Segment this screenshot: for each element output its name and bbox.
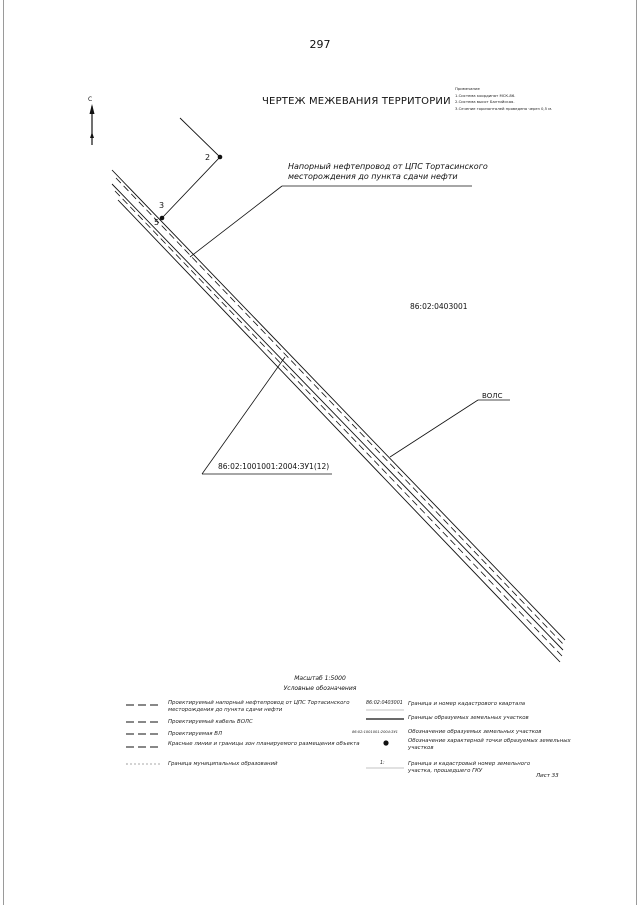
sheet-number: Лист 33: [536, 773, 559, 779]
legend-symbols: [126, 704, 404, 769]
legend-item: Обозначение образуемых земельных участко…: [408, 729, 542, 735]
vols-leader: [389, 399, 510, 458]
legend-item: Граница и номер кадастрового квартала: [408, 701, 526, 707]
notes-title: Примечание: [455, 86, 480, 91]
parcel-boundary: [159, 117, 223, 221]
note-item: 1.Система координат МСК-86.: [455, 92, 516, 98]
legend-sample: 86:02:1001001:2004:ЗУ1: [352, 730, 398, 734]
legend-item: Проектируемый кабель ВОЛС: [168, 719, 253, 725]
legend-item: Проектируемый напорный нефтепровод от ЦП…: [168, 700, 350, 713]
legend-item: Красные линии и границы зон планируемого…: [168, 741, 360, 747]
north-arrow-icon: [89, 104, 95, 145]
point-label: 2: [205, 153, 211, 162]
note-item: 2.Система высот Балтийская.: [455, 99, 515, 104]
legend-item: Граница и кадастровый номер земельного у…: [408, 761, 531, 774]
pipeline-label: Напорный нефтепровод от ЦПС Тортасинског…: [288, 162, 488, 181]
parcel-label: 86:02:1001001:2004:ЗУ1(12): [218, 462, 330, 471]
vols-label: ВОЛС: [482, 392, 503, 400]
legend-title: Условные обозначения: [283, 685, 357, 692]
page-border-right: [636, 0, 637, 905]
point-label: 5: [154, 218, 160, 227]
notes-block: Примечание 1.Система координат МСК-86. 2…: [455, 86, 552, 112]
legend-item: Обозначение характерной точки образуемых…: [408, 738, 571, 751]
note-item: 3.Сечение горизонталей проведено через 0…: [455, 105, 553, 111]
point-label: 3: [159, 201, 165, 210]
legend-item: Границы образуемых земельных участков: [408, 715, 529, 721]
cadastral-quarter-label: 86:02:0403001: [410, 302, 468, 311]
legend-item: Граница муниципальных образований: [168, 761, 278, 767]
corridor-lines: [111, 169, 566, 663]
drawing-title: ЧЕРТЕЖ МЕЖЕВАНИЯ ТЕРРИТОРИИ: [262, 96, 451, 107]
legend-sample: 86:02:0403001: [366, 701, 403, 706]
legend-item: Проектируемая ВЛ: [168, 731, 222, 737]
page-number: 297: [309, 38, 331, 51]
pipeline-leader: [189, 185, 472, 258]
parcel-leader: [201, 356, 332, 475]
page-border-left: [3, 0, 4, 905]
scale-label: Масштаб 1:5000: [294, 675, 346, 682]
north-label: С: [88, 96, 93, 103]
legend-sample: 1:: [380, 761, 385, 766]
